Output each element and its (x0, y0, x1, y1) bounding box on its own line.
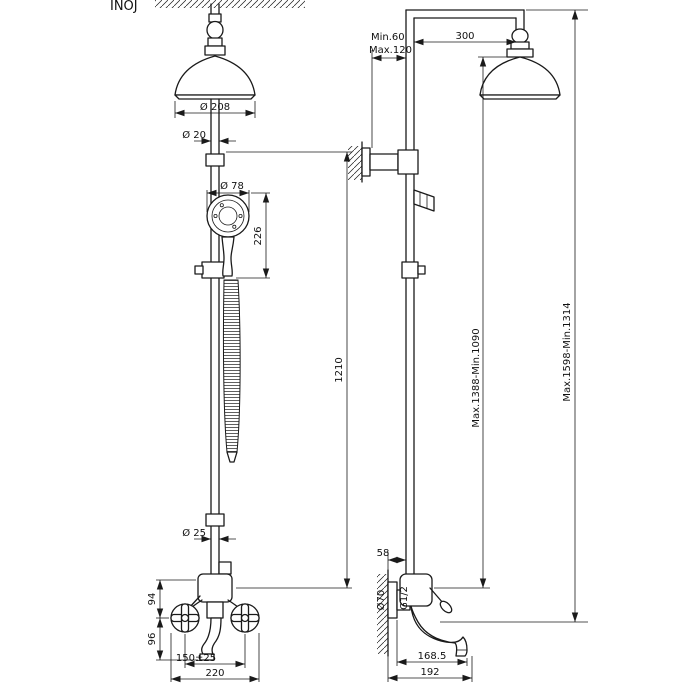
pipe-collar-lower (205, 513, 225, 527)
dim-column-length: 1210 (334, 357, 345, 382)
dim-arm-projection: 300 (455, 31, 474, 42)
dim-lower-pipe-diameter: Ø 25 (182, 527, 206, 539)
dim-overall-projection: 192 (420, 667, 439, 678)
shower-head-side (479, 56, 561, 96)
front-view-drawing (170, 3, 260, 661)
dim-escutcheon-diameter: Ø70 (375, 590, 387, 611)
wall-hatch-upper (348, 146, 362, 180)
bracket-clamp (397, 149, 419, 175)
cross-handle-left (170, 603, 200, 633)
front-view-dimensions: Ø 208 Ø 20 Ø 78 226 Ø 25 1210 94 96 (147, 101, 352, 683)
handshower-handle (221, 236, 235, 277)
dim-spout-projection: 168.5 (418, 651, 447, 662)
diverter-knob-side (413, 189, 435, 212)
dim-wall-distance-min: Min.60 (371, 32, 405, 43)
handshower-head (206, 194, 250, 238)
bracket-arm (369, 153, 399, 171)
top-edge-hatch: INOJ (110, 0, 305, 14)
dim-unions-to-spout: 96 (147, 633, 158, 646)
tub-spout-front (200, 617, 222, 655)
mixer-lever-side (439, 600, 453, 614)
shower-head-front (174, 55, 256, 96)
slider-clamp-side (401, 261, 419, 279)
dim-lower-offset: 58 (377, 548, 390, 559)
finial-ball (206, 20, 224, 40)
finial-ring (208, 13, 222, 23)
side-view-dimensions: 300 Min.60 Max.120 Max.1388-Min.1090 Max… (369, 9, 588, 682)
dim-overall-height-range: Max.1598-Min.1314 (562, 302, 573, 401)
diverter-knob-front (218, 561, 232, 575)
dim-union-spacing: 150±25 (176, 653, 216, 664)
cross-handle-right (230, 603, 260, 633)
watermark-text: INOJ (110, 0, 138, 14)
slider-clamp (201, 261, 225, 279)
bracket-wall-flange (361, 147, 371, 177)
dim-wall-distance-max: Max.120 (369, 45, 412, 56)
pipe-collar-upper (205, 153, 225, 167)
dim-handshower-length: 226 (253, 226, 264, 245)
wall-hatch-lower (377, 574, 388, 654)
dim-head-height-range: Max.1388-Min.1090 (471, 328, 482, 427)
dim-upper-pipe-diameter: Ø 20 (182, 129, 206, 141)
dim-handshower-diameter: Ø 78 (220, 180, 244, 192)
tub-spout-side (410, 605, 468, 657)
mixer-body-front (197, 573, 233, 603)
dim-overall-width: 220 (205, 668, 224, 679)
shower-hose (222, 279, 241, 453)
side-finial-ball (511, 28, 529, 44)
side-view-drawing (348, 9, 561, 657)
dim-valve-to-unions: 94 (147, 593, 158, 606)
dim-connection-thread: G1/2 (399, 586, 410, 610)
escutcheon-side (387, 581, 398, 619)
aerator-front (199, 653, 215, 661)
dim-head-diameter: Ø 208 (200, 101, 230, 113)
